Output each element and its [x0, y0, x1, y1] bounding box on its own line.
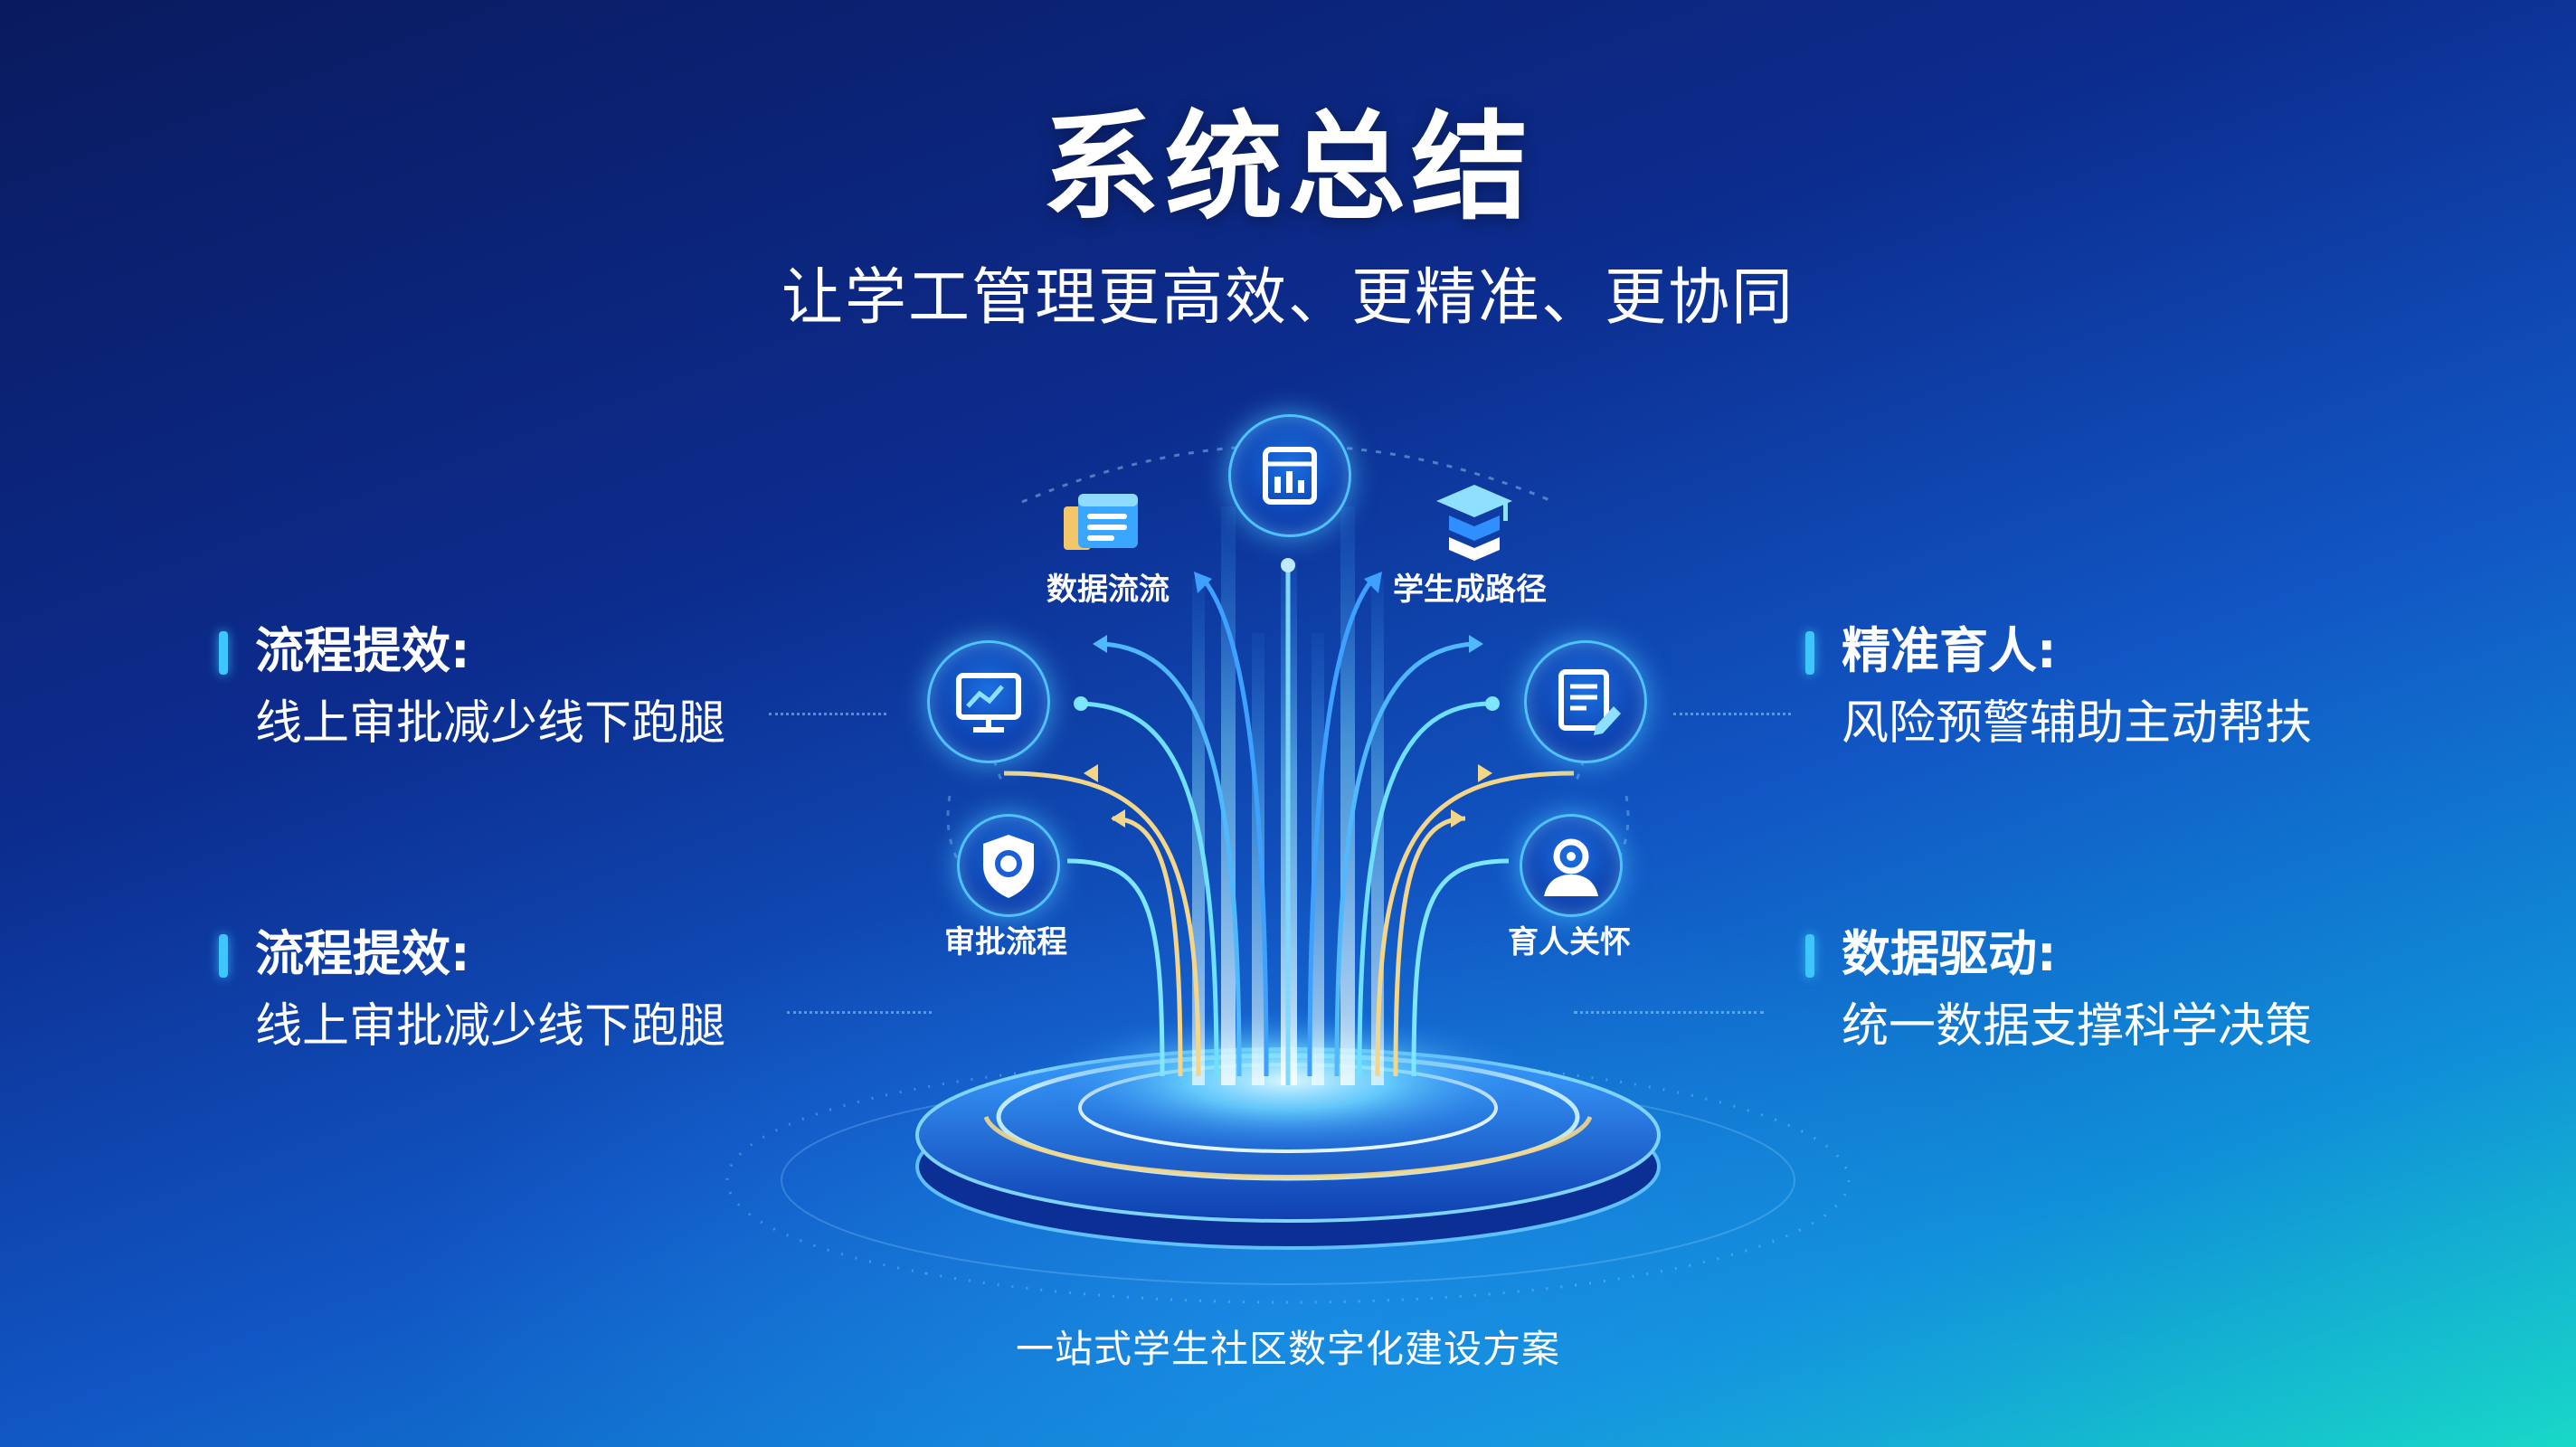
feature-title: 数据驱动: [1842, 925, 2057, 982]
feature-title: 精准育人: [1842, 622, 2057, 679]
feature-desc: 线上审批减少线下跑腿 [255, 696, 726, 751]
feature-title: 流程提效: [255, 925, 470, 982]
platform-gold-arc [983, 1116, 1593, 1179]
feature-desc: 风险预警辅助主动帮扶 [1842, 696, 2313, 751]
node-label-approval-flow: 审批流程 [944, 924, 1067, 960]
monitor-analytics-icon [927, 640, 1050, 763]
connector-left-top [769, 713, 886, 715]
page-title: 系统总结 [1041, 99, 1534, 236]
feature-right-top: 精准育人: 风险预警辅助主动帮扶 [1805, 615, 2366, 760]
accent-bar [1805, 631, 1814, 675]
node-label-student-path: 学生成路径 [1393, 572, 1547, 608]
dashboard-chart-icon [1228, 414, 1351, 537]
node-label-data-flow: 数据流流 [1046, 572, 1170, 608]
accent-bar [219, 934, 228, 978]
node-label-care: 育人关怀 [1508, 924, 1631, 960]
connector-right-bottom [1574, 1011, 1764, 1014]
user-location-icon [1520, 814, 1623, 917]
feature-left-bottom: 流程提效: 线上审批减少线下跑腿 [219, 918, 780, 1063]
outer-ring [725, 1056, 1851, 1304]
document-edit-icon [1524, 640, 1647, 763]
accent-bar [1805, 934, 1814, 978]
document-card-icon [1058, 488, 1149, 561]
page-subtitle: 让学工管理更高效、更精准、更协同 [781, 262, 1795, 334]
feature-desc: 统一数据支撑科学决策 [1842, 999, 2313, 1054]
feature-title: 流程提效: [255, 622, 470, 679]
feature-left-top: 流程提效: 线上审批减少线下跑腿 [219, 615, 780, 760]
feature-desc: 线上审批减少线下跑腿 [255, 999, 726, 1054]
connector-right-top [1673, 713, 1791, 715]
graduation-cap-stack-icon [1429, 479, 1520, 565]
footer-text: 一站式学生社区数字化建设方案 [1015, 1327, 1560, 1371]
feature-right-bottom: 数据驱动: 统一数据支撑科学决策 [1805, 918, 2366, 1063]
shield-check-icon [957, 814, 1060, 917]
accent-bar [219, 631, 228, 675]
connector-left-bottom [787, 1011, 932, 1014]
